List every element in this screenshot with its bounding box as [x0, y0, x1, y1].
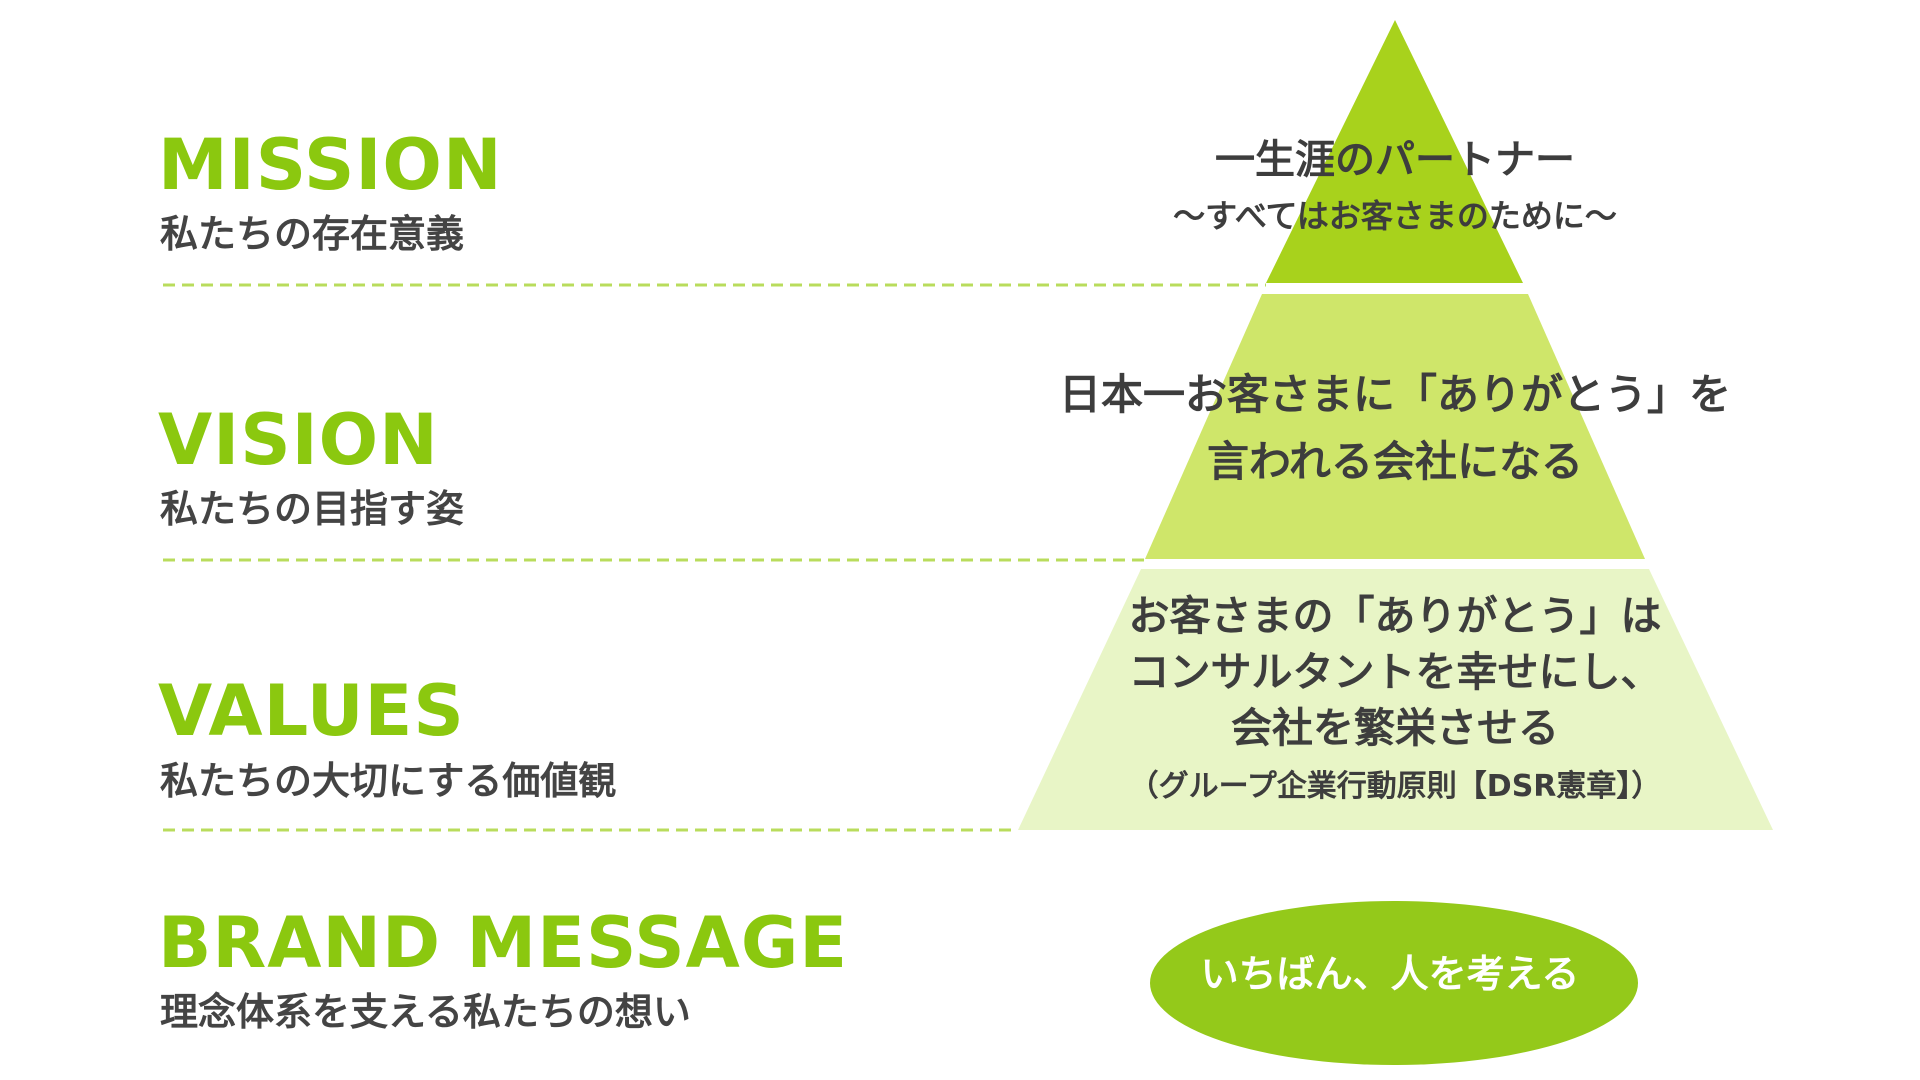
pyramid-tier-values	[1018, 569, 1773, 830]
mission-subtitle: 私たちの存在意義	[160, 212, 465, 256]
vision-statement-line1: 日本一お客さまに「ありがとう」を	[1058, 370, 1731, 419]
values-statement-line2: コンサルタントを幸せにし、	[1128, 648, 1662, 696]
vision-statement-line2: 言われる会社になる	[1207, 437, 1583, 486]
vision-title: VISION	[158, 399, 439, 481]
brand-message-text: いちばん、人を考える	[1200, 952, 1580, 996]
brand-message-title: BRAND MESSAGE	[158, 902, 849, 984]
brand-message-subtitle: 理念体系を支える私たちの想い	[160, 990, 691, 1034]
values-note: （グループ企業行動原則【DSR憲章】）	[1128, 769, 1662, 804]
mission-title: MISSION	[158, 124, 503, 206]
mission-statement-sub: 〜すべてはお客さまのために〜	[1173, 197, 1617, 235]
vision-subtitle: 私たちの目指す姿	[160, 487, 465, 531]
values-statement-line1: お客さまの「ありがとう」は	[1128, 592, 1662, 640]
pyramid-tier-vision	[1145, 294, 1645, 559]
mission-statement: 一生涯のパートナー	[1215, 137, 1575, 183]
values-statement-line3: 会社を繁栄させる	[1231, 704, 1559, 752]
pyramid-tier-mission	[1266, 20, 1523, 283]
brand-message-oval	[1150, 901, 1638, 1065]
values-title: VALUES	[158, 670, 465, 752]
values-subtitle: 私たちの大切にする価値観	[160, 759, 617, 803]
